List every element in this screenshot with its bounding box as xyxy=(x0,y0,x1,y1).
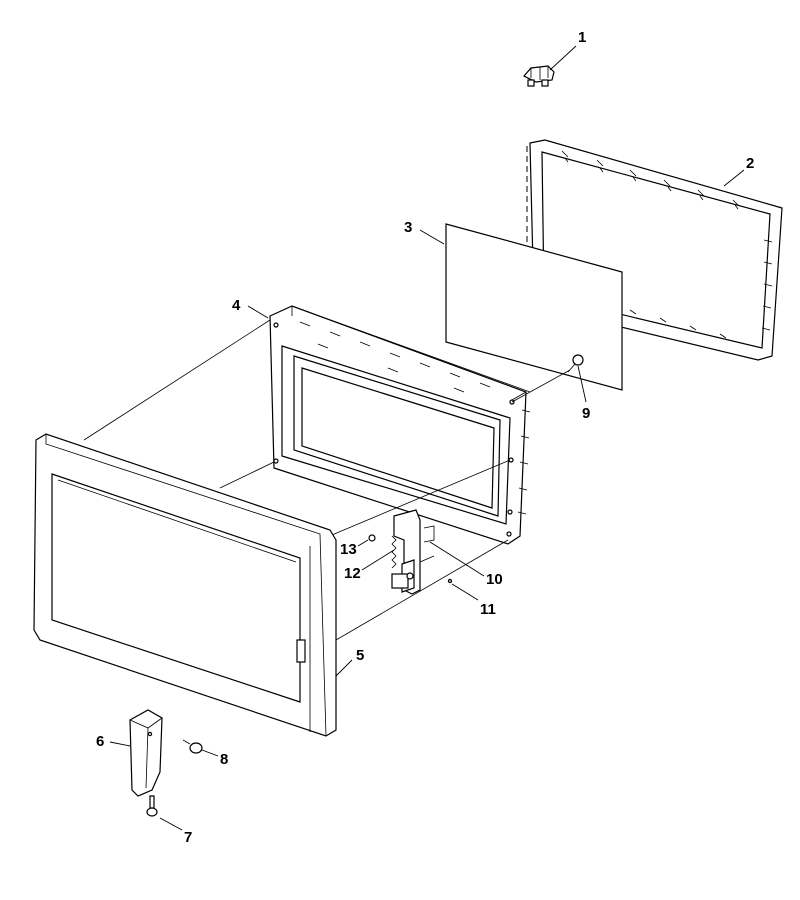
part-9-screw xyxy=(511,354,584,403)
part-6-latch-hook xyxy=(129,709,163,797)
callout-5: 5 xyxy=(356,647,364,664)
part-1-clip xyxy=(523,65,555,87)
callout-6: 6 xyxy=(96,733,104,750)
part-10-latch-bracket xyxy=(391,509,435,595)
callout-8: 8 xyxy=(220,751,228,768)
part-8-screw xyxy=(182,739,203,754)
callout-13: 13 xyxy=(340,541,357,558)
callout-4: 4 xyxy=(232,297,241,314)
part-11-screw xyxy=(447,578,453,584)
callout-11: 11 xyxy=(480,601,496,618)
part-5-front-door xyxy=(33,433,337,737)
assembly-guide-lines xyxy=(83,305,531,641)
part-3-glass-sheet xyxy=(445,223,623,391)
callout-10: 10 xyxy=(486,571,503,588)
callout-7: 7 xyxy=(184,829,192,846)
callout-9: 9 xyxy=(582,405,590,422)
callout-1: 1 xyxy=(578,29,586,46)
part-12-spring xyxy=(391,535,397,569)
part-7-screw xyxy=(146,795,158,817)
part-13-screw xyxy=(368,534,376,542)
callout-12: 12 xyxy=(344,565,361,582)
callout-2: 2 xyxy=(746,155,754,172)
callout-3: 3 xyxy=(404,219,412,236)
leader-lines xyxy=(109,45,745,831)
part-4-inner-door-panel xyxy=(269,305,531,545)
callout-labels: 1 2 3 4 5 6 7 8 9 10 11 12 13 xyxy=(96,29,754,846)
